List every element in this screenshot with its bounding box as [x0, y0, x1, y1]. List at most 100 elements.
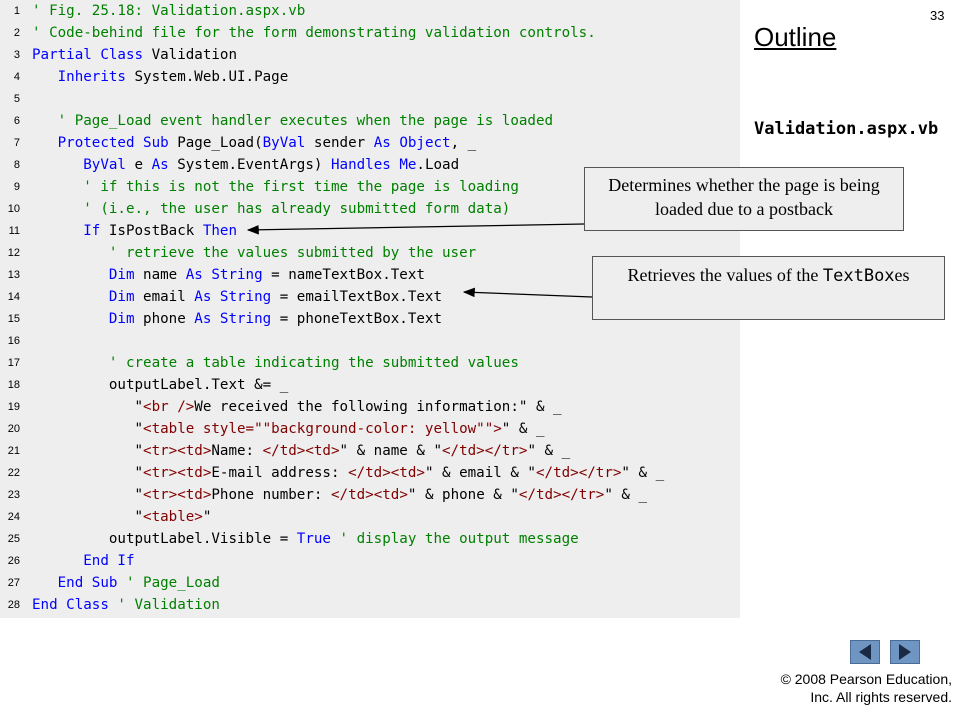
line-number: 3 [13, 49, 20, 61]
code-line: 16 [0, 330, 740, 352]
line-number: 13 [7, 269, 20, 281]
code-token: " & _ [501, 421, 545, 437]
code-token: name [134, 267, 186, 283]
code-token: <br /> [143, 399, 195, 415]
code-line: 15 Dim phone As String = phoneTextBox.Te… [0, 308, 740, 330]
code-token: .Load [416, 157, 460, 173]
code-line: 13 Dim name As String = nameTextBox.Text [0, 264, 740, 286]
code-line: 5 [0, 88, 740, 110]
code-token [331, 531, 340, 547]
code-line: 26 End If [0, 550, 740, 572]
code-text: Dim email As String = emailTextBox.Text [32, 286, 442, 308]
code-token [32, 113, 58, 129]
code-token: System.Web.UI.Page [125, 69, 289, 85]
code-text: End If [32, 550, 134, 572]
code-line: 18 outputLabel.Text &= _ [0, 374, 740, 396]
line-number: 14 [7, 291, 20, 303]
callout-postback: Determines whether the page is being loa… [584, 167, 904, 231]
line-number: 4 [13, 71, 20, 83]
code-token: As String [194, 311, 272, 327]
code-token: ' Page_Load [125, 575, 220, 591]
code-token: </td><td> [330, 487, 408, 503]
code-token: E-mail address: [211, 465, 349, 481]
code-token: ' if this is not the first time the page… [83, 179, 519, 195]
code-line: 22 "<tr><td>E-mail address: </td><td>" &… [0, 462, 740, 484]
code-text: Inherits System.Web.UI.Page [32, 66, 289, 88]
code-token: , _ [450, 135, 477, 151]
code-token [32, 355, 109, 371]
code-text: outputLabel.Visible = True ' display the… [32, 528, 579, 550]
code-token: ' retrieve the values submitted by the u… [108, 245, 477, 261]
code-line: 8 ByVal e As System.EventArgs) Handles M… [0, 154, 740, 176]
code-token [32, 223, 83, 239]
code-line: 23 "<tr><td>Phone number: </td><td>" & p… [0, 484, 740, 506]
code-token: End Class [32, 597, 109, 613]
code-token [32, 311, 109, 327]
code-line: 1' Fig. 25.18: Validation.aspx.vb [0, 0, 740, 22]
code-token: " [32, 443, 144, 459]
line-number: 21 [7, 445, 20, 457]
callout-textboxes-text: Retrieves the values of the [627, 265, 823, 285]
code-text: outputLabel.Text &= _ [32, 374, 288, 396]
code-token: Dim [108, 289, 135, 305]
code-text: "<table>" [32, 506, 211, 528]
code-token: ByVal [83, 157, 126, 173]
line-number: 5 [13, 93, 20, 105]
code-token: IsPostBack [100, 223, 203, 239]
code-line: 27 End Sub ' Page_Load [0, 572, 740, 594]
code-token: Inherits [57, 69, 126, 85]
code-line: 9 ' if this is not the first time the pa… [0, 176, 740, 198]
code-token: <tr><td> [143, 465, 212, 481]
code-token: As String [194, 289, 272, 305]
code-token: " & email & " [424, 465, 536, 481]
copyright-notice: © 2008 Pearson Education, Inc. All right… [740, 670, 952, 706]
code-token: </td></tr> [518, 487, 605, 503]
line-number: 20 [7, 423, 20, 435]
line-number: 2 [13, 27, 20, 39]
code-token: " & _ [527, 443, 571, 459]
line-number: 24 [7, 511, 20, 523]
line-number: 7 [13, 137, 20, 149]
code-text: "<br />We received the following informa… [32, 396, 561, 418]
line-number: 19 [7, 401, 20, 413]
code-line: 4 Inherits System.Web.UI.Page [0, 66, 740, 88]
code-text: ByVal e As System.EventArgs) Handles Me.… [32, 154, 459, 176]
code-token: <table> [143, 509, 203, 525]
code-text: End Sub ' Page_Load [32, 572, 220, 594]
code-token: " [202, 509, 212, 525]
code-token [32, 553, 83, 569]
code-token: = phoneTextBox.Text [271, 311, 443, 327]
code-token: ' (i.e., the user has already submitted … [83, 201, 511, 217]
code-token: Validation [143, 47, 238, 63]
code-text: ' Fig. 25.18: Validation.aspx.vb [32, 0, 305, 22]
code-line: 19 "<br />We received the following info… [0, 396, 740, 418]
outline-link[interactable]: Outline [754, 22, 837, 52]
code-token: Partial Class [32, 47, 144, 63]
code-token: sender [305, 135, 374, 151]
code-token: <tr><td> [143, 443, 212, 459]
code-line: 14 Dim email As String = emailTextBox.Te… [0, 286, 740, 308]
callout-postback-text: Determines whether the page is being loa… [608, 175, 880, 219]
line-number: 28 [7, 599, 20, 611]
code-token: As String [185, 267, 263, 283]
previous-slide-button[interactable] [850, 640, 880, 664]
code-token: " [32, 421, 144, 437]
code-line: 10 ' (i.e., the user has already submitt… [0, 198, 740, 220]
code-token: System.EventArgs) [168, 157, 331, 173]
code-line: 7 Protected Sub Page_Load(ByVal sender A… [0, 132, 740, 154]
next-slide-button[interactable] [890, 640, 920, 664]
code-token: email [134, 289, 195, 305]
code-token: As [151, 157, 169, 173]
code-line: 12 ' retrieve the values submitted by th… [0, 242, 740, 264]
line-number: 18 [7, 379, 20, 391]
code-token: </td></tr> [535, 465, 622, 481]
line-number: 23 [7, 489, 20, 501]
code-token: As Object [373, 135, 451, 151]
code-text: End Class ' Validation [32, 594, 220, 616]
triangle-left-icon [859, 644, 871, 660]
code-text: ' Page_Load event handler executes when … [32, 110, 553, 132]
code-token [32, 245, 109, 261]
code-token: " & name & " [339, 443, 443, 459]
code-text: If IsPostBack Then [32, 220, 237, 242]
line-number: 15 [7, 313, 20, 325]
